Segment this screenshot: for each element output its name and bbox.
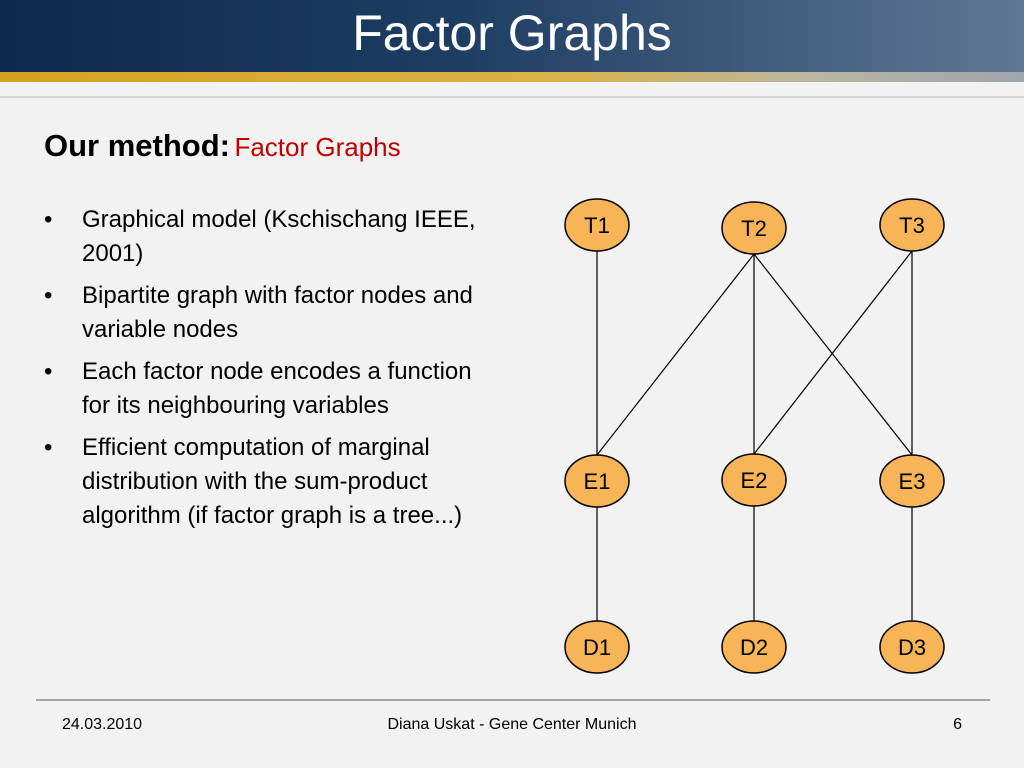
node-e2: E2: [721, 453, 787, 507]
node-shape: [564, 454, 630, 508]
footer-presenter: Diana Uskat - Gene Center Munich: [387, 716, 637, 733]
bullet-marker: •: [44, 206, 53, 233]
bullet-item: • Efficient computation of marginal distr…: [44, 431, 504, 533]
node-label: E2: [741, 468, 768, 493]
node-shape: [721, 453, 787, 507]
node-t1: T1: [564, 198, 630, 252]
bullet-item: • Bipartite graph with factor nodes and v…: [44, 279, 504, 347]
bullet-text: Each factor node encodes a function for …: [82, 358, 472, 419]
node-shape: [879, 454, 945, 508]
bullet-text: Graphical model (Kschischang IEEE, 2001): [82, 206, 476, 267]
node-shape: [564, 198, 630, 252]
node-label: T3: [899, 213, 925, 238]
slide-number: 6: [953, 716, 962, 733]
edge-t2-e1: [596, 253, 755, 456]
node-shape: [721, 620, 787, 674]
edge-t3-e2: [753, 250, 913, 455]
node-label: T1: [584, 213, 610, 238]
node-shape: [721, 201, 787, 255]
node-d2: D2: [721, 620, 787, 674]
node-d3: D3: [879, 620, 945, 674]
node-label: E1: [584, 469, 611, 494]
accent-bar: [0, 72, 1024, 82]
node-label: D1: [583, 635, 611, 660]
bullet-item: • Graphical model (Kschischang IEEE, 2001…: [44, 203, 504, 271]
node-label: T2: [741, 216, 767, 241]
subtitle-highlight: Factor Graphs: [234, 132, 401, 162]
node-e3: E3: [879, 454, 945, 508]
node-label: D2: [740, 635, 768, 660]
bullet-marker: •: [44, 282, 53, 309]
bullet-marker: •: [44, 358, 53, 385]
subtitle-bold: Our method:: [44, 128, 230, 163]
footer-date: 24.03.2010: [62, 716, 143, 733]
slide-subtitle: Our method: Factor Graphs: [44, 128, 401, 164]
bullet-text: Efficient computation of marginal distri…: [82, 434, 463, 529]
bullet-item: • Each factor node encodes a function for…: [44, 355, 504, 423]
node-shape: [564, 620, 630, 674]
node-t3: T3: [879, 198, 945, 252]
node-e1: E1: [564, 454, 630, 508]
node-t2: T2: [721, 201, 787, 255]
bullet-list: • Graphical model (Kschischang IEEE, 2001…: [44, 203, 504, 541]
node-shape: [879, 620, 945, 674]
bullet-text: Bipartite graph with factor nodes and va…: [82, 282, 473, 343]
node-shape: [879, 198, 945, 252]
node-label: D3: [898, 635, 926, 660]
title-banner: Factor Graphs: [0, 0, 1024, 72]
node-label: E3: [899, 469, 926, 494]
slide-title: Factor Graphs: [352, 5, 672, 61]
bullet-marker: •: [44, 434, 53, 461]
node-d1: D1: [564, 620, 630, 674]
edge-t2-e3: [753, 253, 913, 456]
header-divider: [0, 96, 1024, 98]
footer-divider: [36, 699, 990, 701]
